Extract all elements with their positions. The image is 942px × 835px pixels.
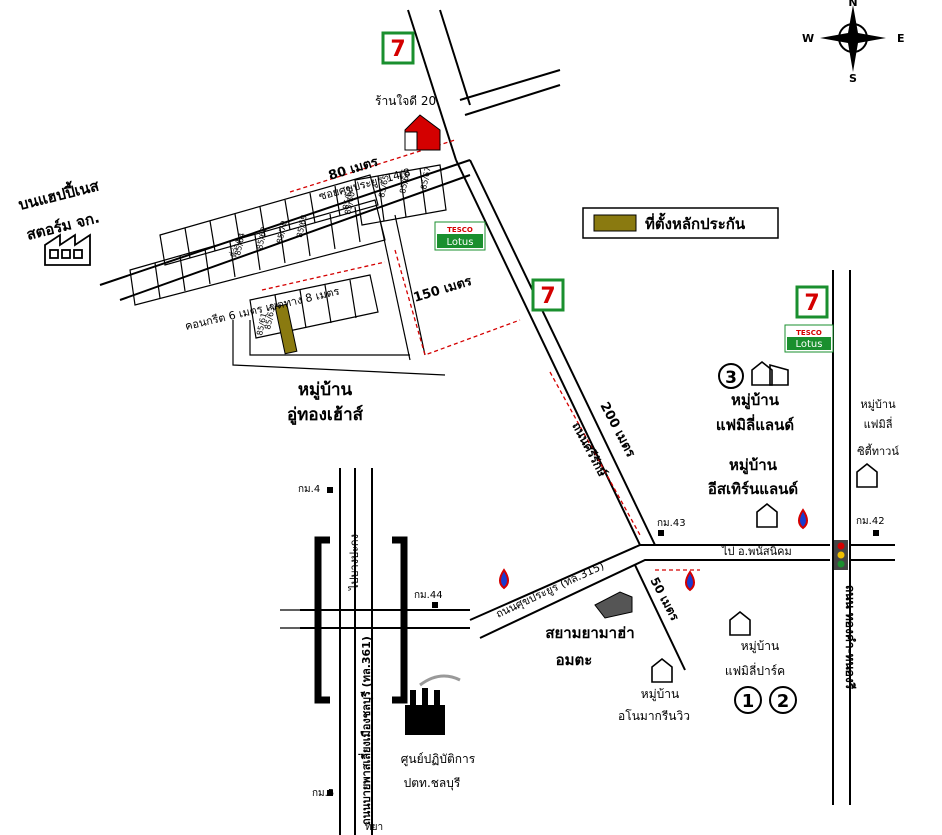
- anomar-label-1: หมู่บ้าน: [641, 687, 679, 702]
- road-right-label: ถนน ทองคำ-หนองรี: [843, 585, 857, 690]
- house-number: 85/67: [419, 166, 433, 190]
- distance-markers: [261, 139, 700, 571]
- svg-text:TESCO: TESCO: [796, 329, 822, 337]
- village-house-icon: [756, 502, 778, 528]
- number-badge-2: 2: [769, 686, 797, 714]
- legend: ที่ตั้งหลักประกัน: [582, 207, 779, 239]
- eastern-land-label-2: อีสเทิร์นแลนด์: [708, 480, 798, 498]
- village-house-icon: [751, 360, 789, 386]
- legend-label: ที่ตั้งหลักประกัน: [645, 212, 746, 233]
- compass-e-label: E: [897, 32, 905, 45]
- km-marker-icons: [327, 487, 879, 796]
- svg-text:7: 7: [540, 284, 555, 309]
- ptt-center-label-1: ศูนย์ปฏิบัติการ: [401, 752, 476, 767]
- gas-station-icon: [499, 568, 509, 590]
- village-house-icon: [856, 462, 878, 488]
- seven-eleven-icon: 7: [795, 285, 829, 319]
- road-315-label: ถนนศุขประยูร (ทล.315): [494, 559, 606, 621]
- number-badge-3: 3: [718, 363, 744, 389]
- ptt-center-label-2: ปตท.ชลบุรี: [404, 776, 461, 791]
- number-badge-1: 1: [734, 686, 762, 714]
- family-city-label-1: หมู่บ้าน: [860, 398, 896, 411]
- compass-rose: N S E W: [802, 0, 905, 85]
- svg-text:Lotus: Lotus: [447, 237, 474, 248]
- seven-eleven-icon: 7: [531, 278, 565, 312]
- compass-n-label: N: [848, 0, 857, 9]
- km44-label: กม.44: [414, 590, 443, 601]
- siam-yamaha-label-1: สยามยามาฮ่า: [545, 624, 634, 642]
- gas-station-icon: [685, 570, 695, 592]
- to-bangpakong-label: ไปบางปะกง: [348, 534, 361, 591]
- compass-s-label: S: [849, 72, 857, 85]
- siam-yamaha-label-2: อมตะ: [556, 651, 593, 669]
- map-labels: ร้านใจดี 20 80 เมตร บนแฮปปี้เนส สตอร์ม จ…: [16, 94, 899, 833]
- family-park-label-1: หมู่บ้าน: [741, 639, 779, 654]
- svg-text:7: 7: [390, 37, 405, 62]
- gas-station-icon: [798, 508, 808, 530]
- svg-text:Lotus: Lotus: [796, 339, 823, 350]
- svg-text:TESCO: TESCO: [447, 226, 473, 234]
- family-land-label-2: แฟมิลี่แลนด์: [716, 414, 794, 434]
- highway-361-label: ถนนบายพาสเลี่ยงเมืองชลบุรี (ทล.361): [358, 636, 374, 825]
- road-sirirak-label: ถนนศรีรักษ์: [569, 420, 609, 479]
- traffic-light-icon: [834, 540, 848, 570]
- km4-label: กม.4: [298, 484, 320, 495]
- svg-text:2: 2: [777, 691, 790, 712]
- family-city-label-2: แฟมิลี่: [864, 416, 893, 431]
- factory-icon: [44, 233, 91, 266]
- village-house-icon: [729, 610, 751, 636]
- distance-50-label: 50 เมตร: [647, 575, 682, 624]
- village-uthong-label-1: หมู่บ้าน: [298, 380, 353, 401]
- happiness-label-1: บนแฮปปี้เนส: [16, 173, 102, 213]
- svg-text:3: 3: [725, 368, 737, 388]
- tesco-lotus-icon: TESCO Lotus: [784, 324, 834, 353]
- shop-building-icon: [404, 114, 441, 151]
- eastern-land-label-1: หมู่บ้าน: [729, 456, 778, 475]
- compass-w-label: W: [802, 32, 814, 45]
- bottom-cut-label: ทยา: [365, 822, 383, 833]
- ptt-factory-icon: [405, 674, 461, 735]
- family-land-label-1: หมู่บ้าน: [731, 391, 780, 410]
- svg-text:1: 1: [742, 691, 755, 712]
- to-panat-label: ไป อ.พนัสนิคม: [721, 545, 792, 558]
- family-city-label-3: ซิตี้ทาวน์: [857, 443, 899, 458]
- anomar-label-2: อโนมากรีนวิว: [618, 709, 690, 723]
- tesco-lotus-icon: TESCO Lotus: [434, 221, 486, 251]
- km42-label: กม.42: [856, 516, 885, 527]
- village-uthong-label-2: อู่ทองเฮ้าส์: [287, 404, 364, 426]
- village-house-icon: [651, 657, 673, 683]
- svg-text:7: 7: [804, 291, 819, 316]
- collateral-plot: [274, 303, 298, 355]
- shop-label: ร้านใจดี 20: [375, 94, 436, 108]
- distance-200-label: 200 เมตร: [596, 400, 637, 460]
- yamaha-building-icon: [594, 591, 633, 619]
- row-houses: [129, 164, 447, 339]
- distance-150-label: 150 เมตร: [412, 274, 474, 306]
- road-network: [99, 9, 895, 835]
- family-park-label-2: แฟมิลี่ปาร์ค: [725, 662, 785, 678]
- seven-eleven-icon: 7: [381, 31, 415, 65]
- km5-label: กม.5: [312, 788, 334, 799]
- km43-label: กม.43: [657, 518, 686, 529]
